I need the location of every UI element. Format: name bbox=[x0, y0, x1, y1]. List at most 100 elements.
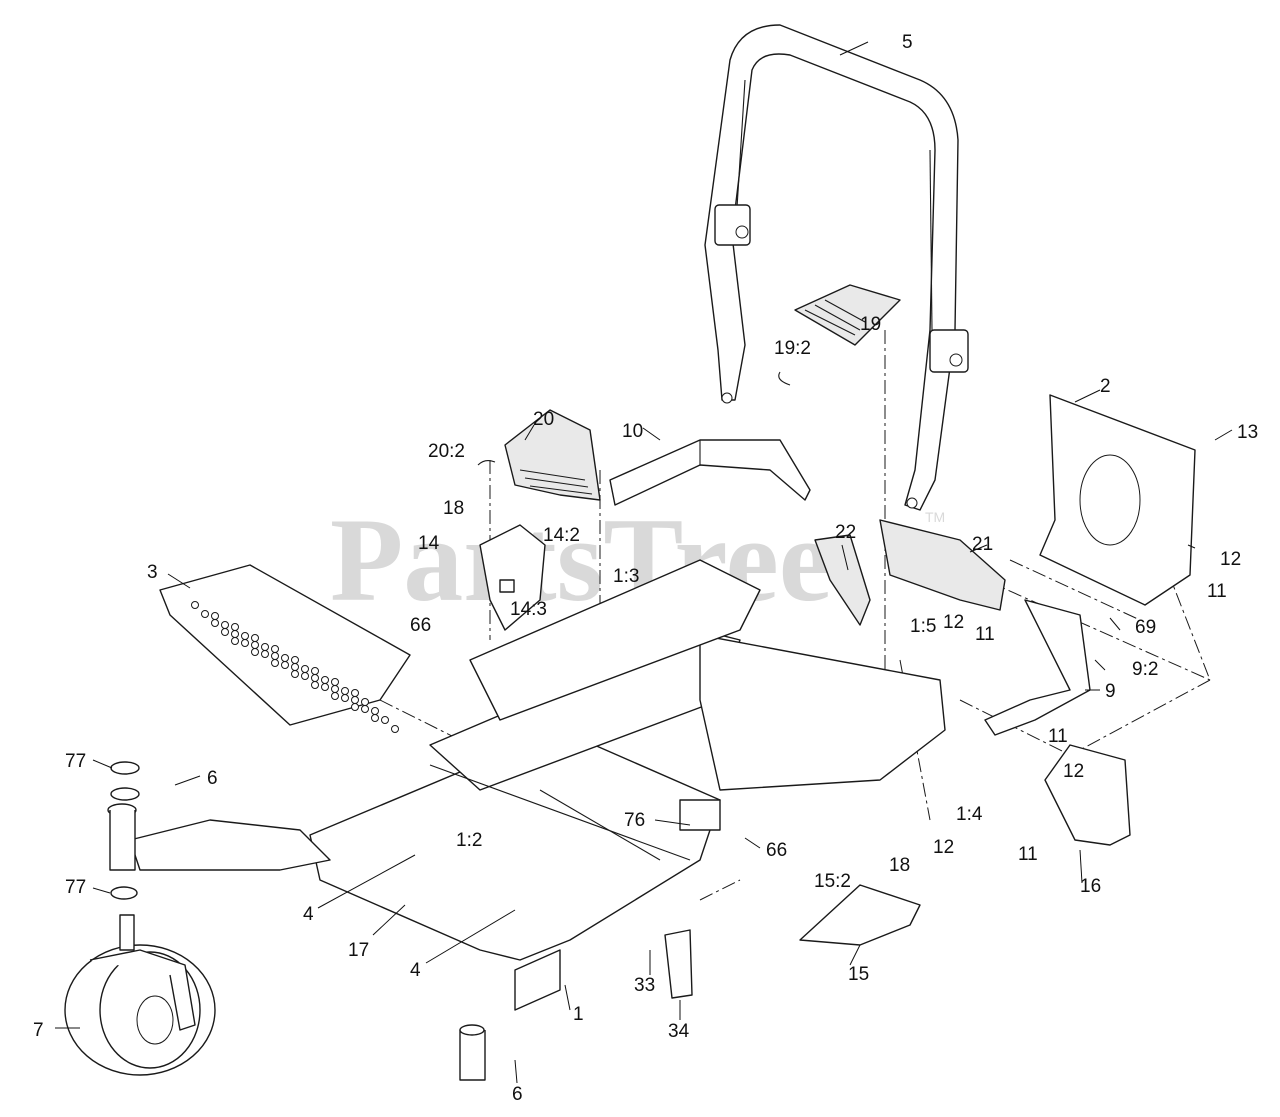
floor-plate-hole bbox=[351, 689, 359, 697]
bracket-part-14[interactable] bbox=[479, 524, 546, 631]
watermark-tm: TM bbox=[925, 509, 945, 525]
rear-plate-part-2[interactable] bbox=[1039, 394, 1196, 606]
label-69[interactable]: 69 bbox=[1135, 617, 1156, 638]
seal-part-77[interactable] bbox=[110, 761, 140, 900]
floor-plate-hole bbox=[241, 639, 249, 647]
label-19-2[interactable]: 19:2 bbox=[774, 338, 811, 359]
label-22[interactable]: 22 bbox=[835, 522, 856, 543]
floor-plate-hole bbox=[331, 692, 339, 700]
floor-plate-hole bbox=[201, 610, 209, 618]
label-18a[interactable]: 18 bbox=[443, 498, 464, 519]
label-20[interactable]: 20 bbox=[533, 409, 554, 430]
label-11c[interactable]: 11 bbox=[1048, 726, 1068, 747]
label-7[interactable]: 7 bbox=[33, 1020, 44, 1041]
floor-plate-hole bbox=[271, 659, 279, 667]
label-2[interactable]: 2 bbox=[1100, 376, 1111, 397]
label-1-3[interactable]: 1:3 bbox=[613, 566, 639, 587]
label-11d[interactable]: 11 bbox=[1018, 844, 1038, 865]
label-1-4[interactable]: 1:4 bbox=[956, 804, 983, 825]
floor-plate-hole bbox=[221, 628, 229, 636]
label-4a[interactable]: 4 bbox=[303, 904, 314, 925]
label-10[interactable]: 10 bbox=[622, 421, 643, 442]
floor-plate-hole bbox=[191, 601, 199, 609]
label-1-5[interactable]: 1:5 bbox=[910, 616, 936, 637]
fender-part-10[interactable] bbox=[609, 439, 811, 506]
floor-plate-hole bbox=[371, 714, 379, 722]
floor-plate-hole bbox=[261, 650, 269, 658]
label-3[interactable]: 3 bbox=[147, 562, 158, 583]
label-12a[interactable]: 12 bbox=[1220, 549, 1241, 570]
label-11b[interactable]: 11 bbox=[975, 624, 995, 645]
label-77a[interactable]: 77 bbox=[65, 751, 86, 772]
floor-plate-hole bbox=[231, 623, 239, 631]
bracket-part-21[interactable] bbox=[879, 519, 1006, 611]
floor-plate-hole bbox=[301, 672, 309, 680]
label-13[interactable]: 13 bbox=[1237, 422, 1258, 443]
label-14-3[interactable]: 14:3 bbox=[510, 599, 547, 620]
label-6a[interactable]: 6 bbox=[207, 768, 218, 789]
label-9[interactable]: 9 bbox=[1105, 681, 1116, 702]
floor-plate-hole bbox=[341, 687, 349, 695]
label-5[interactable]: 5 bbox=[902, 32, 913, 53]
label-15-2[interactable]: 15:2 bbox=[814, 871, 851, 892]
label-1-2[interactable]: 1:2 bbox=[456, 830, 482, 851]
floor-plate-hole bbox=[311, 674, 319, 682]
caster-arm[interactable] bbox=[107, 803, 331, 871]
floor-plate-hole bbox=[271, 652, 279, 660]
label-34[interactable]: 34 bbox=[668, 1021, 690, 1042]
floor-plate-hole bbox=[211, 619, 219, 627]
label-6b[interactable]: 6 bbox=[512, 1084, 523, 1105]
label-16[interactable]: 16 bbox=[1080, 876, 1101, 897]
label-12b[interactable]: 12 bbox=[943, 612, 964, 633]
label-66b[interactable]: 66 bbox=[766, 840, 787, 861]
plate-part-15[interactable] bbox=[799, 884, 921, 946]
label-11a[interactable]: 11 bbox=[1207, 581, 1227, 602]
floor-plate-hole bbox=[261, 643, 269, 651]
label-66a[interactable]: 66 bbox=[410, 615, 431, 636]
floor-plate-hole bbox=[251, 641, 259, 649]
label-9-2[interactable]: 9:2 bbox=[1132, 659, 1158, 680]
label-17[interactable]: 17 bbox=[348, 940, 369, 961]
plate-part-34[interactable] bbox=[664, 929, 693, 999]
label-14[interactable]: 14 bbox=[418, 533, 440, 554]
roll-bar-part-5[interactable] bbox=[704, 24, 969, 511]
label-21[interactable]: 21 bbox=[972, 534, 993, 555]
floor-plate-hole bbox=[361, 698, 369, 706]
floor-plate-hole bbox=[331, 685, 339, 693]
label-18b[interactable]: 18 bbox=[889, 855, 910, 876]
floor-plate-holes bbox=[191, 601, 399, 733]
label-33[interactable]: 33 bbox=[634, 975, 655, 996]
label-4b[interactable]: 4 bbox=[410, 960, 421, 981]
floor-plate-hole bbox=[291, 670, 299, 678]
label-12d[interactable]: 12 bbox=[933, 837, 954, 858]
leader-lines bbox=[55, 41, 1233, 1084]
floor-plate-hole bbox=[221, 621, 229, 629]
floor-plate-hole bbox=[211, 612, 219, 620]
label-14-2[interactable]: 14:2 bbox=[543, 525, 580, 546]
floor-plate-hole bbox=[291, 656, 299, 664]
floor-plate-part-3[interactable] bbox=[159, 564, 411, 726]
floor-plate-hole bbox=[271, 645, 279, 653]
plate-part-19[interactable] bbox=[778, 284, 901, 386]
guard-part-16[interactable] bbox=[1044, 744, 1131, 846]
label-20-2[interactable]: 20:2 bbox=[428, 441, 465, 462]
label-1[interactable]: 1 bbox=[573, 1004, 584, 1025]
caster-wheel-part-7[interactable] bbox=[64, 914, 216, 1076]
bracket-part-22[interactable] bbox=[814, 534, 871, 626]
floor-plate-hole bbox=[231, 630, 239, 638]
floor-plate-hole bbox=[281, 654, 289, 662]
floor-plate-hole bbox=[351, 696, 359, 704]
floor-plate-hole bbox=[321, 683, 329, 691]
bumper-part-9[interactable] bbox=[984, 599, 1091, 736]
front-tube[interactable] bbox=[459, 1024, 486, 1081]
label-19[interactable]: 19 bbox=[860, 314, 881, 335]
label-77b[interactable]: 77 bbox=[65, 877, 86, 898]
label-12c[interactable]: 12 bbox=[1063, 761, 1084, 782]
label-15[interactable]: 15 bbox=[848, 964, 869, 985]
floor-plate-hole bbox=[231, 637, 239, 645]
panel-part-20[interactable] bbox=[477, 409, 601, 501]
floor-plate-hole bbox=[281, 661, 289, 669]
main-frame-part-1[interactable] bbox=[309, 559, 946, 1011]
label-76[interactable]: 76 bbox=[624, 810, 645, 831]
